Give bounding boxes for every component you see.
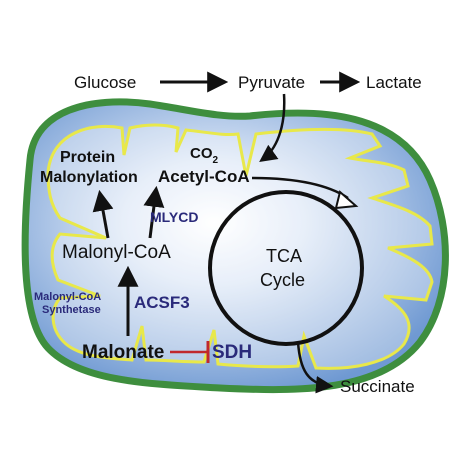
sdh-label: SDH xyxy=(212,342,252,363)
malonylcoa-to-protein-arrow xyxy=(92,189,114,239)
co2-subscript: 2 xyxy=(213,155,219,166)
succinate-label: Succinate xyxy=(340,377,415,396)
pyruvate-label: Pyruvate xyxy=(238,73,305,92)
acetyl-coa-label: Acetyl-CoA xyxy=(158,167,250,186)
tca-label-line2: Cycle xyxy=(260,270,305,290)
malonylcoa-to-acetylcoa-arrow xyxy=(143,185,165,239)
mlycd-label: MLYCD xyxy=(150,209,199,225)
protein-malonylation-line2: Malonylation xyxy=(40,169,138,186)
acsf3-label: ACSF3 xyxy=(134,293,190,312)
tca-entry-arrowhead xyxy=(334,190,359,210)
pyruvate-to-acetylcoa-arrow xyxy=(259,93,286,163)
tca-to-succinate-arrow xyxy=(296,341,334,394)
tca-cycle-circle xyxy=(208,190,364,346)
malonate-label: Malonate xyxy=(82,342,164,363)
outer-membrane xyxy=(21,98,449,394)
glucose-label: Glucose xyxy=(74,73,136,92)
synthetase-line2: Synthetase xyxy=(42,304,101,316)
lactate-label: Lactate xyxy=(366,73,422,92)
protein-malonylation-line1: Protein xyxy=(60,149,115,166)
co2-label: CO2 xyxy=(190,145,219,166)
tca-label-line1: TCA xyxy=(266,246,302,266)
synthetase-line1: Malonyl-CoA xyxy=(34,291,101,303)
malonyl-coa-label: Malonyl-CoA xyxy=(62,242,171,263)
co2-base: CO xyxy=(190,145,213,162)
